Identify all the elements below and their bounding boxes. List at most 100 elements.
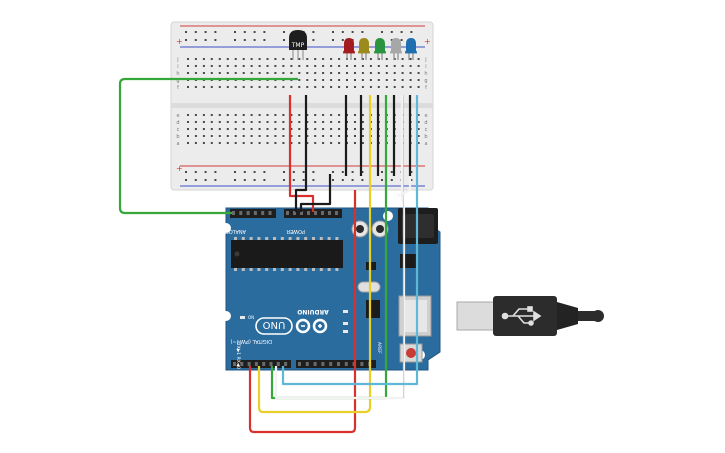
analog-header[interactable] xyxy=(230,209,276,218)
header-pin[interactable] xyxy=(233,362,236,366)
header-pin[interactable] xyxy=(329,362,333,366)
rail-hole[interactable] xyxy=(263,179,266,181)
breadboard-hole[interactable] xyxy=(409,79,412,81)
breadboard-hole[interactable] xyxy=(361,86,364,88)
breadboard-hole[interactable] xyxy=(401,86,404,88)
rail-hole[interactable] xyxy=(234,179,236,181)
header-pin[interactable] xyxy=(298,362,301,366)
wire-white-pin[interactable] xyxy=(397,176,412,197)
header-pin[interactable] xyxy=(305,362,309,366)
breadboard-hole[interactable] xyxy=(290,58,293,60)
breadboard-hole[interactable] xyxy=(306,72,309,74)
rail-hole[interactable] xyxy=(390,31,393,33)
rail-hole[interactable] xyxy=(185,179,187,181)
breadboard-hole[interactable] xyxy=(330,65,333,67)
breadboard-hole[interactable] xyxy=(322,142,325,144)
breadboard-hole[interactable] xyxy=(298,65,301,67)
rail-hole[interactable] xyxy=(351,171,354,173)
breadboard-hole[interactable] xyxy=(314,114,317,116)
breadboard-hole[interactable] xyxy=(226,114,229,116)
breadboard-hole[interactable] xyxy=(234,121,237,123)
breadboard-hole[interactable] xyxy=(234,86,237,88)
breadboard-hole[interactable] xyxy=(210,86,213,88)
breadboard-hole[interactable] xyxy=(234,114,237,116)
breadboard-hole[interactable] xyxy=(361,135,364,137)
breadboard-hole[interactable] xyxy=(234,135,237,137)
breadboard-hole[interactable] xyxy=(218,58,221,60)
breadboard-hole[interactable] xyxy=(282,114,285,116)
breadboard-hole[interactable] xyxy=(330,142,333,144)
breadboard-hole[interactable] xyxy=(234,142,237,144)
header-pin[interactable] xyxy=(293,211,296,215)
breadboard-hole[interactable] xyxy=(282,142,285,144)
breadboard-hole[interactable] xyxy=(314,142,317,144)
rail-hole[interactable] xyxy=(400,31,403,33)
breadboard-hole[interactable] xyxy=(361,121,364,123)
breadboard-hole[interactable] xyxy=(354,121,356,123)
rail-hole[interactable] xyxy=(234,171,236,173)
breadboard-hole[interactable] xyxy=(258,128,261,130)
breadboard-hole[interactable] xyxy=(290,121,293,123)
rail-hole[interactable] xyxy=(351,31,354,33)
rail-hole[interactable] xyxy=(390,171,393,173)
breadboard-hole[interactable] xyxy=(385,65,388,67)
rail-hole[interactable] xyxy=(351,179,354,181)
breadboard-hole[interactable] xyxy=(258,86,261,88)
rail-hole[interactable] xyxy=(185,31,187,33)
breadboard-hole[interactable] xyxy=(202,72,205,74)
rail-hole[interactable] xyxy=(253,171,256,173)
reset-button[interactable] xyxy=(406,348,416,358)
breadboard-hole[interactable] xyxy=(306,79,309,81)
wires[interactable] xyxy=(118,77,419,434)
breadboard-hole[interactable] xyxy=(250,86,253,88)
breadboard-hole[interactable] xyxy=(354,58,356,60)
breadboard-hole[interactable] xyxy=(377,58,380,60)
breadboard-hole[interactable] xyxy=(226,58,229,60)
breadboard-hole[interactable] xyxy=(266,142,269,144)
rail-hole[interactable] xyxy=(332,39,334,41)
header-pin[interactable] xyxy=(239,211,243,215)
breadboard-hole[interactable] xyxy=(346,86,348,88)
breadboard-hole[interactable] xyxy=(290,65,293,67)
led-red[interactable] xyxy=(343,38,355,60)
breadboard-hole[interactable] xyxy=(250,121,253,123)
rail-hole[interactable] xyxy=(204,179,207,181)
breadboard-hole[interactable] xyxy=(298,142,301,144)
breadboard-hole[interactable] xyxy=(226,86,229,88)
rail-hole[interactable] xyxy=(410,171,413,173)
rail-hole[interactable] xyxy=(263,39,266,41)
breadboard-hole[interactable] xyxy=(290,135,293,137)
breadboard-hole[interactable] xyxy=(274,58,277,60)
header-pin[interactable] xyxy=(328,211,331,215)
rail-hole[interactable] xyxy=(283,39,285,41)
breadboard-hole[interactable] xyxy=(274,121,277,123)
breadboard-hole[interactable] xyxy=(242,86,245,88)
header-pin[interactable] xyxy=(307,211,310,215)
breadboard-hole[interactable] xyxy=(282,86,285,88)
breadboard-hole[interactable] xyxy=(274,114,277,116)
rail-hole[interactable] xyxy=(312,39,315,41)
arduino-uno-board[interactable]: ANALOG IN POWER DIGITAL (PWM~) TX▶1 RX◀0… xyxy=(218,207,441,371)
breadboard-hole[interactable] xyxy=(354,72,356,74)
breadboard-hole[interactable] xyxy=(354,128,356,130)
breadboard-hole[interactable] xyxy=(187,72,189,74)
rail-hole[interactable] xyxy=(381,31,383,33)
header-pin[interactable] xyxy=(284,362,288,366)
header-pin[interactable] xyxy=(269,362,273,366)
breadboard-hole[interactable] xyxy=(234,128,237,130)
breadboard-hole[interactable] xyxy=(385,86,388,88)
breadboard-hole[interactable] xyxy=(187,114,189,116)
breadboard-hole[interactable] xyxy=(377,72,380,74)
breadboard-hole[interactable] xyxy=(354,135,356,137)
breadboard-hole[interactable] xyxy=(266,65,269,67)
breadboard-hole[interactable] xyxy=(250,58,253,60)
rail-hole[interactable] xyxy=(341,171,344,173)
breadboard-hole[interactable] xyxy=(338,121,341,123)
breadboard-hole[interactable] xyxy=(298,114,301,116)
breadboard-hole[interactable] xyxy=(258,142,261,144)
led-olive[interactable] xyxy=(358,38,370,60)
breadboard-hole[interactable] xyxy=(369,72,372,74)
breadboard-hole[interactable] xyxy=(338,114,341,116)
breadboard-hole[interactable] xyxy=(369,79,372,81)
breadboard-hole[interactable] xyxy=(258,72,261,74)
